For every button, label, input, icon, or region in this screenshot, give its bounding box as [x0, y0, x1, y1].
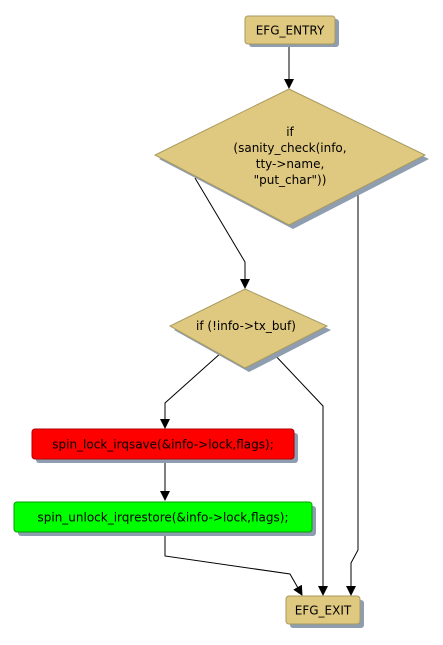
unlock-node-box	[13, 501, 313, 533]
edge-sanity-check-to-exit	[346, 188, 359, 596]
sanity-check-line-3: tty->name,	[256, 157, 325, 171]
sanity-check-line-2: (sanity_check(info,	[233, 141, 346, 155]
edge-tx-buf-check-to-lock	[160, 351, 223, 429]
tx-buf-check-diamond	[168, 288, 329, 369]
tx-buf-check-label: if (!info->tx_buf)	[196, 319, 296, 333]
tx-buf-check-decision: if (!info->tx_buf)	[168, 288, 331, 372]
lock-node-box	[31, 428, 295, 460]
unlock-node-label: spin_unlock_irqrestore(&info->lock,flags…	[37, 511, 288, 525]
exit-node: EFG_EXIT	[285, 595, 364, 628]
unlock-node: spin_unlock_irqrestore(&info->lock,flags…	[13, 501, 316, 536]
entry-node-label: EFG_ENTRY	[256, 24, 325, 38]
edge-sanity-check-to-tx-buf-check	[194, 177, 250, 289]
lock-node: spin_lock_irqsave(&info->lock,flags);	[31, 428, 298, 463]
lock-node-label: spin_lock_irqsave(&info->lock,flags);	[52, 438, 274, 452]
edge-unlock-to-exit	[164, 532, 303, 596]
edges	[160, 45, 359, 596]
sanity-check-line-4: "put_char"))	[254, 173, 327, 187]
sanity-check-decision: if (sanity_check(info, tty->name, "put_c…	[153, 88, 429, 229]
exit-node-label: EFG_EXIT	[295, 604, 352, 618]
sanity-check-line-1: if	[286, 125, 294, 139]
exit-node-box	[285, 595, 361, 625]
entry-node: EFG_ENTRY	[244, 15, 339, 47]
sanity-check-diamond	[153, 88, 427, 226]
edge-tx-buf-check-to-exit	[271, 351, 328, 596]
entry-node-box	[244, 15, 336, 45]
